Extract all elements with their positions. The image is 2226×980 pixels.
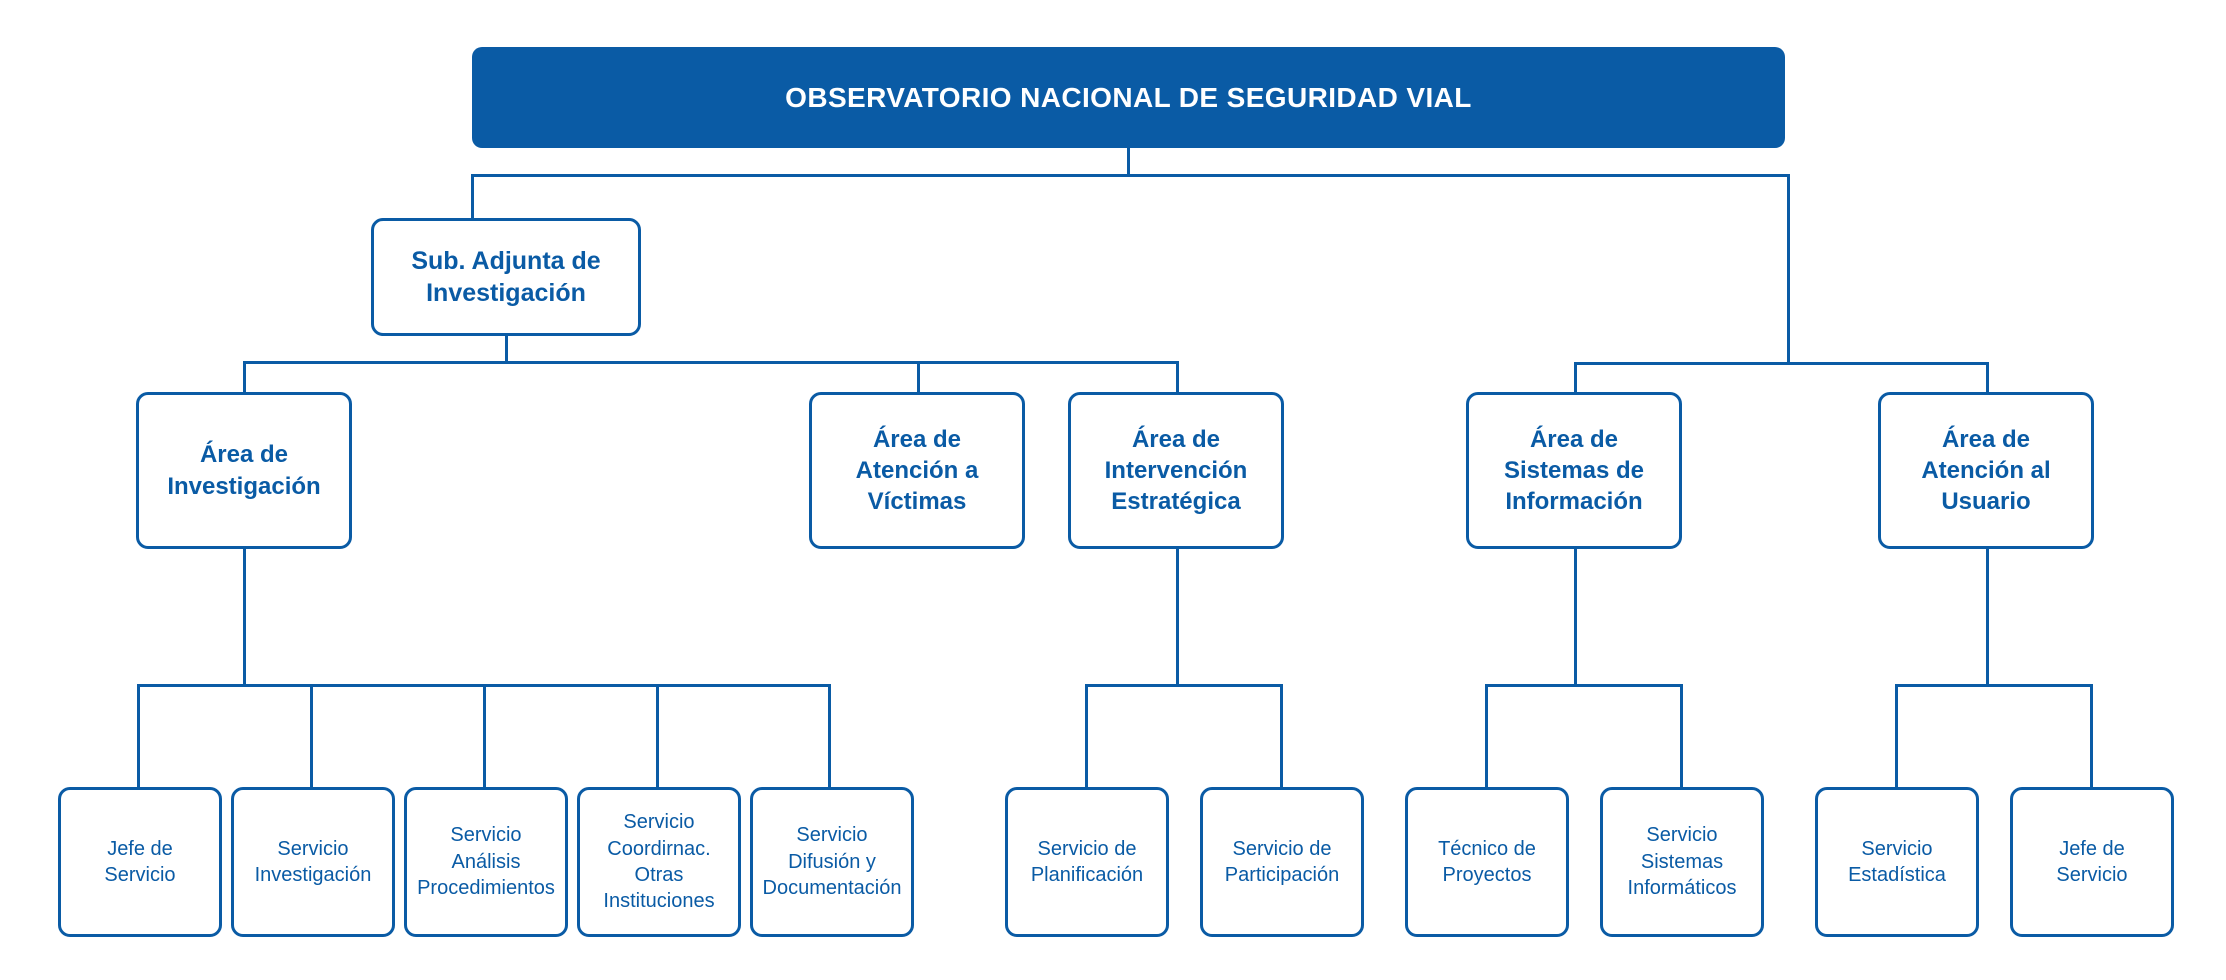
connector-intervencion-drop [1176,549,1179,686]
connector-level2-bus-right [1574,362,1989,365]
node-servicio-difusion-documentacion[interactable]: Servicio Difusión y Documentación [750,787,914,937]
connector-to-atencion-victimas [917,361,920,392]
node-label: Servicio de Participación [1224,837,1340,886]
node-label: Área de Atención a Víctimas [855,425,979,516]
connector-level3-bus-usuario [1895,684,2093,687]
node-label: Jefe de Servicio [2056,837,2128,886]
node-label: Servicio Difusión y Documentación [762,824,902,900]
node-label: Servicio Estadística [1848,837,1946,886]
node-servicio-sistemas-informaticos[interactable]: Servicio Sistemas Informáticos [1600,787,1764,937]
node-servicio-investigacion[interactable]: Servicio Investigación [231,787,395,937]
connector-root-drop [1127,148,1130,176]
connector-sistemas-drop [1574,549,1577,686]
connector-to-tecnico-proyectos [1485,684,1488,789]
node-label: Jefe de Servicio [104,837,176,886]
connector-to-jefe-servicio-usuario [2090,684,2093,789]
node-area-atencion-victimas[interactable]: Área de Atención a Víctimas [809,392,1025,549]
node-servicio-de-planificacion[interactable]: Servicio de Planificación [1005,787,1169,937]
node-servicio-de-participacion[interactable]: Servicio de Participación [1200,787,1364,937]
connector-to-right-group [1787,174,1790,364]
node-label: Área de Intervención Estratégica [1104,425,1248,516]
node-label: Área de Atención al Usuario [1921,425,2051,516]
node-servicio-coordinacion-otras-instituciones[interactable]: Servicio Coordirnac. Otras Instituciones [577,787,741,937]
node-sub-adjunta-investigacion[interactable]: Sub. Adjunta de Investigación [371,218,641,336]
node-area-investigacion[interactable]: Área de Investigación [136,392,352,549]
node-servicio-estadistica[interactable]: Servicio Estadística [1815,787,1979,937]
node-jefe-de-servicio-investigacion[interactable]: Jefe de Servicio [58,787,222,937]
connector-level2-bus-left [243,361,1179,364]
node-label: Servicio Investigación [254,837,372,886]
connector-to-atencion-usuario [1986,362,1989,392]
connector-level3-bus-sistemas [1485,684,1683,687]
node-label: Técnico de Proyectos [1438,837,1536,886]
connector-to-investigacion [243,361,246,392]
connector-usuario-drop [1986,549,1989,686]
node-label: Área de Investigación [167,441,321,500]
node-servicio-analisis-procedimientos[interactable]: Servicio Análisis Procedimientos [404,787,568,937]
node-area-sistemas-informacion[interactable]: Área de Sistemas de Información [1466,392,1682,549]
connector-to-division [471,174,474,220]
node-observatorio-nacional[interactable]: OBSERVATORIO NACIONAL DE SEGURIDAD VIAL [472,47,1785,148]
connector-to-intervencion [1176,361,1179,392]
connector-division-drop [505,336,508,363]
node-jefe-de-servicio-usuario[interactable]: Jefe de Servicio [2010,787,2174,937]
node-area-intervencion-estrategica[interactable]: Área de Intervención Estratégica [1068,392,1284,549]
connector-to-servicio-estadistica [1895,684,1898,789]
connector-to-servicio-coordinacion [656,684,659,789]
connector-to-servicio-participacion [1280,684,1283,789]
node-label: Servicio de Planificación [1030,837,1144,886]
node-label: Área de Sistemas de Información [1503,425,1645,516]
connector-investigacion-drop [243,549,246,686]
connector-level1-bus [471,174,1790,177]
connector-to-servicio-planificacion [1085,684,1088,789]
node-label: Servicio Análisis Procedimientos [417,824,555,900]
node-tecnico-de-proyectos[interactable]: Técnico de Proyectos [1405,787,1569,937]
node-label: OBSERVATORIO NACIONAL DE SEGURIDAD VIAL [785,81,1472,113]
node-label: Servicio Coordirnac. Otras Instituciones [603,811,715,913]
node-label: Sub. Adjunta de Investigación [411,247,601,307]
connector-to-jefe-servicio-investigacion [137,684,140,789]
node-area-atencion-usuario[interactable]: Área de Atención al Usuario [1878,392,2094,549]
connector-level3-bus-intervencion [1085,684,1283,687]
connector-to-servicio-analisis [483,684,486,789]
connector-to-servicio-difusion [828,684,831,789]
connector-to-sistemas [1574,362,1577,392]
connector-to-servicio-investigacion [310,684,313,789]
node-label: Servicio Sistemas Informáticos [1627,824,1737,900]
connector-to-servicio-sistemas-informaticos [1680,684,1683,789]
